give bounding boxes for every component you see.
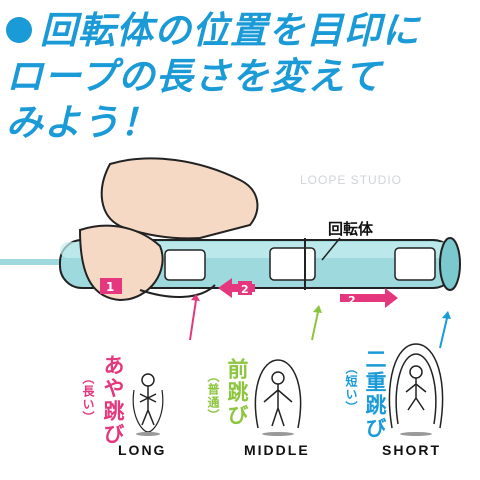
marker-2a: 2 [241,283,249,296]
headline-line-3: みよう！ [6,101,158,144]
marker-1: 1 [106,280,114,294]
length-short: SHORT [382,442,441,458]
headline-line-1: 回転体の位置を目印に [6,8,476,54]
rotator-label: 回転体 [328,220,374,238]
jump-rope-handle-illustration: 1 2 2 [0,157,461,349]
jump-sub-long: （長い） [81,372,95,424]
marker-2b: 2 [348,294,356,307]
headline: 回転体の位置を目印に ロープの長さを変えて みよう！ [6,8,476,146]
jump-name-short: 二重跳び [363,348,387,440]
jump-name-middle: 前跳び [225,358,249,427]
bullet-icon [6,16,32,43]
jump-name-long: あや跳び [101,354,125,446]
length-middle: MIDDLE [244,442,310,458]
headline-line-2: ロープの長さを変えて [6,55,382,98]
headline-text-1: 回転体の位置を目印に [40,9,420,52]
jump-sub-short: （短い） [344,362,358,414]
figure-long-icon [132,373,164,436]
figure-middle-icon [254,359,302,436]
hand [100,157,259,240]
watermark: LOOPE STUDIO [300,173,403,187]
jump-sub-middle: （普通） [206,370,220,422]
length-long: LONG [118,442,167,458]
figure-short-icon [388,343,444,436]
